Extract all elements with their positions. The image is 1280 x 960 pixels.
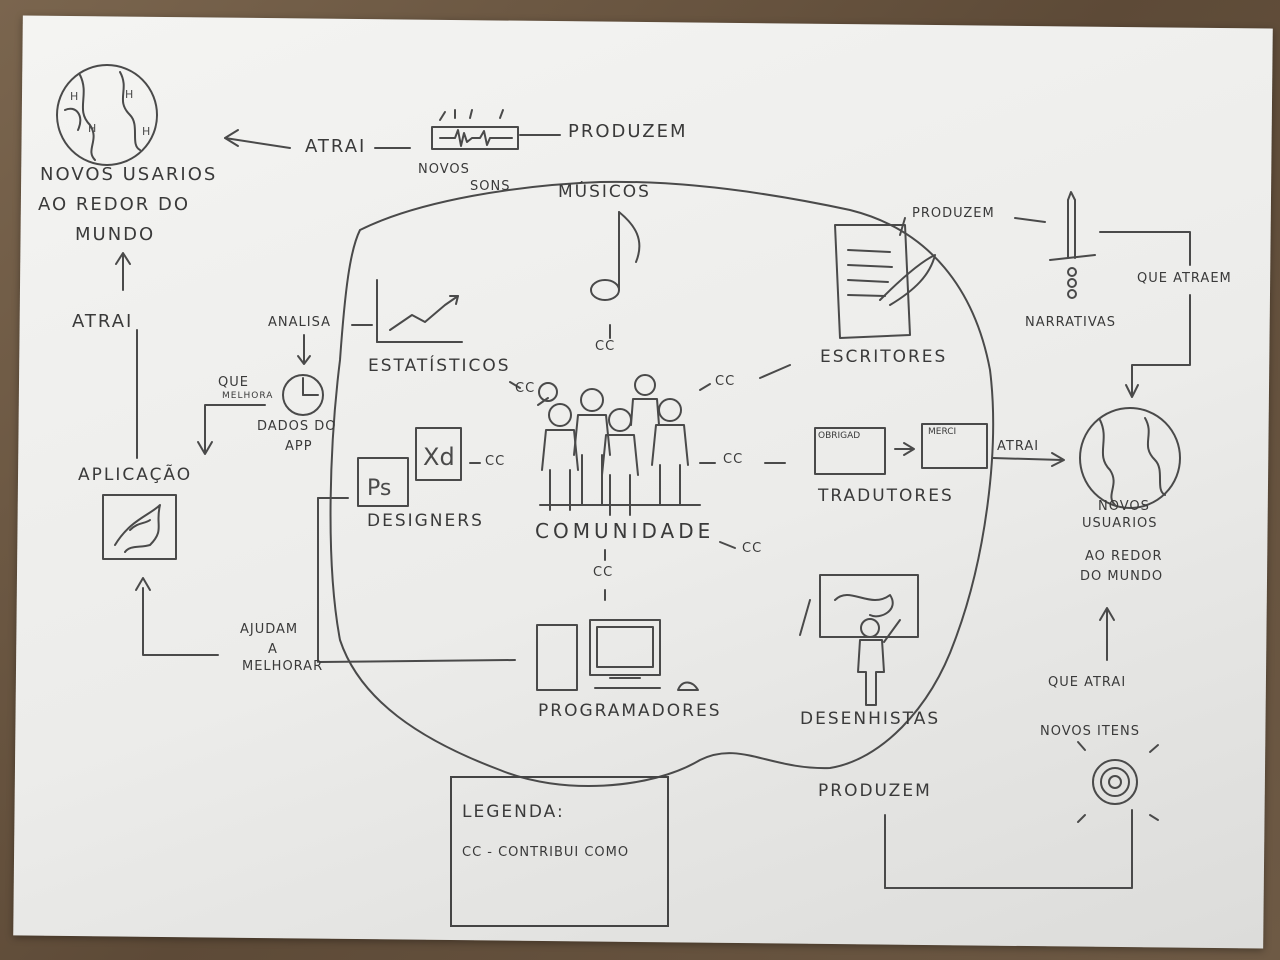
label-new-sounds-2: SONS	[470, 179, 511, 194]
cc-marker-musicians: CC	[595, 339, 616, 354]
svg-text:H: H	[125, 88, 133, 101]
svg-text:Ps: Ps	[367, 476, 391, 501]
label-narratives: NARRATIVAS	[1025, 315, 1117, 330]
label-new-users-right-2: USUARIOS	[1082, 516, 1158, 531]
label-app-data-1: DADOS DO	[257, 419, 337, 434]
label-new-sounds-1: NOVOS	[418, 162, 470, 177]
legend-box: LEGENDA: CC - CONTRIBUI COMO	[450, 776, 669, 927]
music-note-icon	[590, 211, 641, 301]
label-new-users-right-1: NOVOS	[1098, 499, 1150, 514]
cc-marker-statisticians: CC	[515, 381, 536, 396]
label-new-users-left: NOVOS USARIOS	[40, 164, 218, 185]
label-statisticians: ESTATÍSTICOS	[368, 356, 511, 376]
label-around-right: AO REDOR	[1085, 549, 1163, 564]
cc-marker-illustrators: CC	[742, 541, 763, 556]
label-merci-card: MERCI	[928, 427, 957, 437]
label-that-attract: QUE ATRAEM	[1137, 271, 1232, 286]
translation-cards-icon	[814, 423, 988, 475]
designer-apps-icon	[357, 427, 462, 507]
computer-icon	[536, 619, 699, 691]
label-writers: ESCRITORES	[820, 347, 948, 367]
svg-text:H: H	[142, 125, 150, 138]
clock-icon	[282, 374, 324, 416]
label-attracts-right: ATRAI	[997, 439, 1040, 454]
cc-marker-writers: CC	[715, 374, 736, 389]
sound-wave-icon	[431, 109, 519, 150]
drawing-board-icon	[799, 574, 919, 638]
label-application: APLICAÇÃO	[78, 465, 193, 485]
globe-left-icon	[56, 64, 158, 166]
legend-text: CC - CONTRIBUI COMO	[462, 845, 630, 860]
artist-icon	[857, 618, 901, 706]
label-produce-bottom: PRODUZEM	[818, 781, 932, 801]
cc-marker-programmers: CC	[593, 565, 614, 580]
label-attracts-top: ATRAI	[305, 136, 367, 157]
community-boundary	[329, 180, 995, 787]
label-help-improve-1: AJUDAM	[240, 622, 299, 637]
cc-marker-designers: CC	[485, 454, 506, 469]
label-app-data-2: APP	[285, 439, 313, 454]
label-illustrators: DESENHISTAS	[800, 709, 941, 729]
label-produce-top: PRODUZEM	[568, 121, 688, 142]
label-that-attracts: QUE ATRAI	[1048, 675, 1127, 690]
label-community: COMUNIDADE	[535, 519, 715, 543]
label-musicians: MÚSICOS	[558, 182, 651, 202]
svg-text:H: H	[70, 90, 78, 103]
label-that-improves-1: QUE	[218, 375, 249, 390]
label-help-improve-3: MELHORAR	[242, 659, 324, 674]
label-programmers: PROGRAMADORES	[538, 701, 722, 721]
writers-paper-icon	[834, 224, 936, 339]
community-people-icon	[538, 374, 701, 516]
label-help-improve-2: A	[268, 642, 278, 657]
sword-icon	[1049, 191, 1096, 299]
application-icon	[102, 494, 177, 560]
label-new-items: NOVOS ITENS	[1040, 724, 1140, 739]
cc-marker-translators: CC	[723, 452, 744, 467]
legend-title: LEGENDA:	[462, 802, 565, 822]
label-analyzes: ANALISA	[268, 315, 331, 330]
label-world-left: MUNDO	[75, 224, 156, 245]
globe-right-icon	[1079, 407, 1181, 509]
label-thanks-card: OBRIGAD	[818, 431, 861, 441]
label-that-improves-2: MELHORA	[222, 391, 274, 401]
svg-text:H: H	[88, 122, 96, 135]
label-designers: DESIGNERS	[367, 511, 484, 531]
label-produce-writers: PRODUZEM	[912, 206, 995, 221]
item-orb-icon	[1077, 741, 1159, 823]
label-attracts-left: ATRAI	[72, 311, 134, 332]
label-world-right: DO MUNDO	[1080, 569, 1164, 584]
label-around-left: AO REDOR DO	[38, 194, 191, 215]
svg-text:Xd: Xd	[423, 443, 455, 471]
statistics-chart-icon	[376, 279, 463, 343]
label-translators: TRADUTORES	[818, 486, 954, 506]
